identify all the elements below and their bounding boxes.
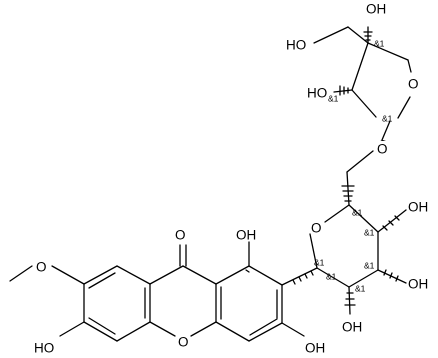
stereo-label: &1 xyxy=(355,283,366,293)
atom-label-oh: OH xyxy=(408,277,428,292)
atom-label-o: O xyxy=(178,335,189,350)
stereo-label: &1 xyxy=(314,257,325,267)
stereo-label: &1 xyxy=(352,207,363,217)
atom-label-ho: HO xyxy=(34,341,54,356)
atom-label-oh: OH xyxy=(408,200,428,215)
stereo-label: &1 xyxy=(364,260,375,270)
atom-label-oh: OH xyxy=(366,2,386,17)
atom-label-oh: OH xyxy=(342,320,362,335)
atom-label-o: O xyxy=(36,260,47,275)
atom-label-o: O xyxy=(311,221,322,236)
stereo-label: &1 xyxy=(382,113,393,123)
atom-label-oh: OH xyxy=(236,228,256,243)
stereo-bonds xyxy=(292,31,400,306)
stereo-label: &1 xyxy=(364,227,375,237)
atom-label-ho: HO xyxy=(307,86,327,101)
stereo-label: &1 xyxy=(374,38,385,48)
atom-label-o: O xyxy=(408,77,419,92)
atom-label-oh: OH xyxy=(305,341,325,356)
bond-lines xyxy=(9,26,412,342)
atom-label-o: O xyxy=(377,142,388,157)
stereo-label: &1 xyxy=(326,271,337,281)
atom-label-o: O xyxy=(175,228,186,243)
stereo-label: &1 xyxy=(328,93,339,103)
atom-label-ho: HO xyxy=(286,38,306,53)
